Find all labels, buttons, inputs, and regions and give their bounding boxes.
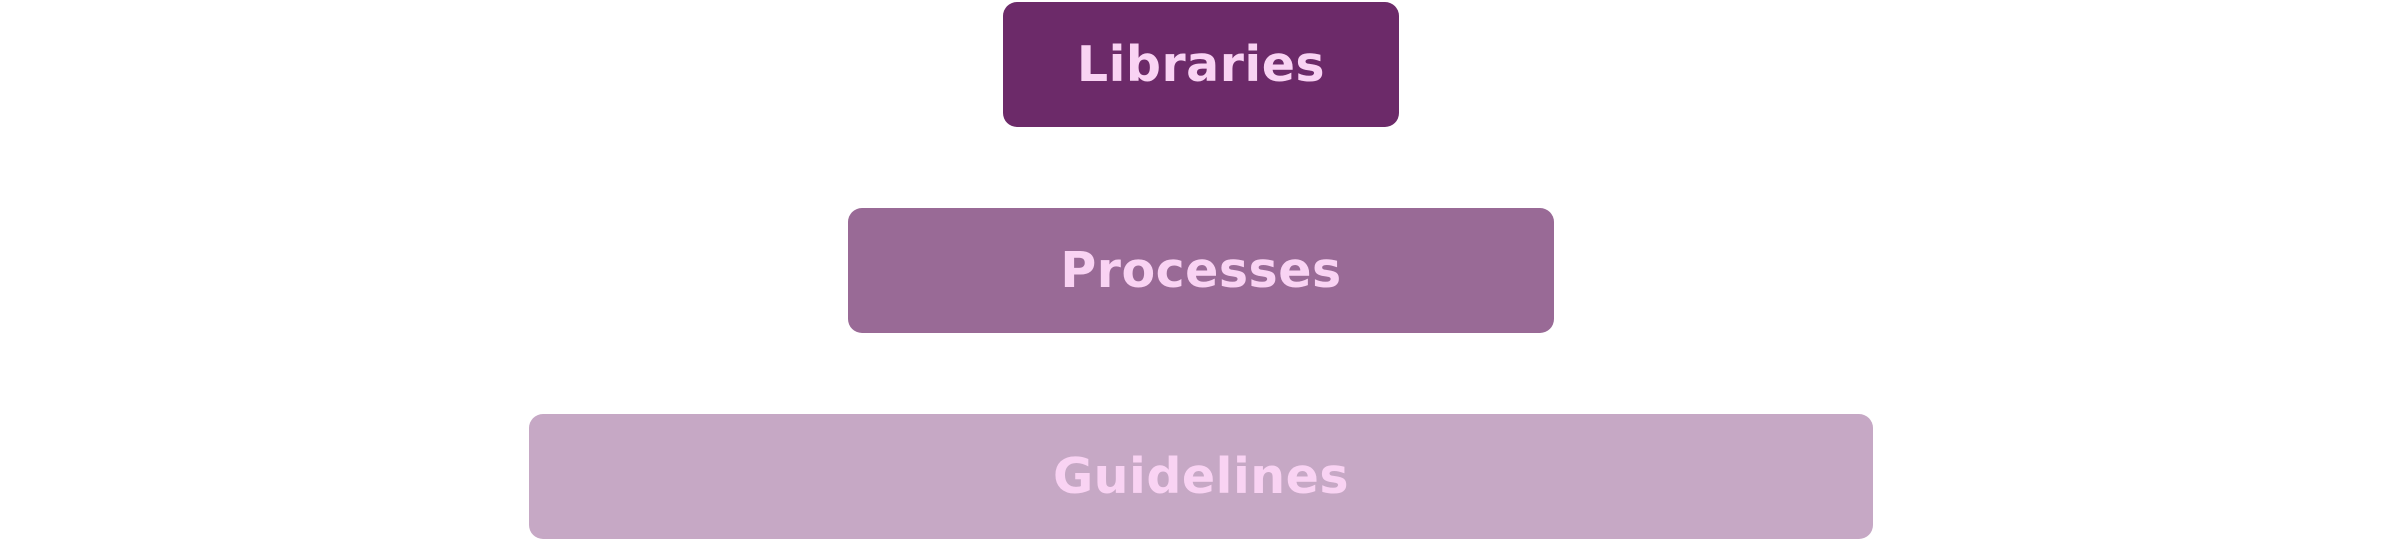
tier-processes: Processes (848, 208, 1554, 333)
tier-processes-label: Processes (1060, 242, 1342, 299)
tier-libraries-label: Libraries (1076, 36, 1326, 93)
tier-libraries: Libraries (1003, 2, 1399, 127)
tier-guidelines-label: Guidelines (1052, 448, 1350, 505)
tier-guidelines: Guidelines (529, 414, 1873, 539)
